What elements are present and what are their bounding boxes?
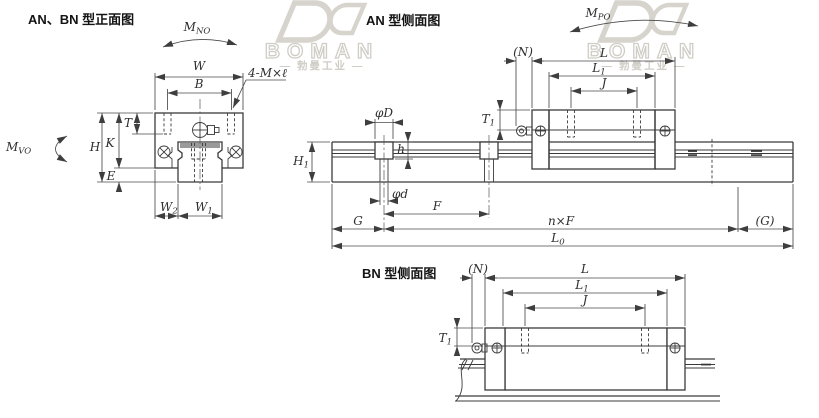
an-side-view: AN 型侧面图: [292, 6, 794, 250]
dim-label-t1: T1: [439, 331, 452, 348]
mno-arrow: [162, 38, 238, 48]
dim-label-l: L: [599, 46, 608, 60]
front-view: AN、BN 型正面图: [5, 12, 287, 220]
dim-label-l1: L1: [591, 61, 605, 78]
dim-label-h1: H1: [292, 154, 309, 171]
dim-label-mno: MNO: [183, 20, 211, 37]
bn-side-view: BN 型侧面图: [362, 262, 720, 402]
front-dimension-lines: [55, 38, 286, 220]
dim-label-h-depth: h: [397, 142, 405, 156]
dim-label-g: G: [353, 214, 363, 228]
dim-label-e: E: [106, 169, 116, 183]
dim-label-w1: W1: [195, 200, 213, 217]
dim-label-n: (N): [513, 45, 533, 59]
bn-rail: [455, 358, 720, 402]
dim-label-t: T: [124, 116, 133, 130]
mvo-arrow: [55, 135, 68, 163]
dim-label-mvo: MVO: [5, 140, 31, 157]
an-side-view-title: AN 型侧面图: [366, 13, 440, 28]
dim-label-j: J: [599, 76, 608, 90]
front-view-title: AN、BN 型正面图: [28, 12, 134, 27]
dim-label-f: F: [432, 199, 442, 213]
watermark-cn-text: — 勃曼工业 —: [280, 59, 365, 72]
dim-label-b: B: [194, 77, 204, 91]
front-tapped-holes: [163, 113, 235, 135]
an-rail-hole-1: [374, 135, 394, 232]
rail-break-curve: [455, 358, 467, 402]
dim-label-screws: 4-M×ℓ: [247, 66, 287, 80]
dim-label-w2: W2: [160, 200, 178, 217]
mpo-arrow: [569, 19, 699, 33]
dim-label-l0: L0: [550, 231, 565, 248]
screw-icon: [669, 342, 681, 354]
boman-logo-icon: [274, 0, 368, 43]
an-block: [516, 109, 676, 170]
grease-nipple-icon: [471, 342, 488, 354]
dim-label-mpo: MPO: [585, 6, 611, 23]
screw-icon: [157, 145, 171, 159]
grease-nipple-icon: [516, 125, 533, 137]
front-rail-hole: [191, 143, 206, 182]
an-dimension-lines: [307, 19, 794, 250]
dim-label-h: H: [89, 140, 101, 154]
dim-label-t1: T1: [482, 112, 495, 129]
bn-dimension-lines: [453, 274, 686, 356]
screw-icon: [535, 125, 546, 137]
dim-label-phid: φd: [392, 187, 408, 201]
dim-label-l: L: [580, 262, 589, 276]
screw-icon: [659, 125, 671, 137]
dim-label-w: W: [193, 59, 207, 73]
dim-label-g-paren: (G): [756, 214, 775, 228]
end-seal-strip: [180, 143, 220, 148]
watermark-1: BOMAN — 勃曼工业 —: [264, 0, 379, 72]
dim-label-k: K: [105, 136, 116, 150]
an-rail-hole-2: [479, 135, 499, 218]
dim-label-nxf: n×F: [548, 214, 575, 228]
bn-side-view-title: BN 型侧面图: [362, 266, 436, 281]
screw-icon: [229, 145, 243, 159]
dim-label-phiD: φD: [375, 106, 393, 120]
grease-nipple-icon: [192, 122, 220, 138]
dim-label-j: J: [580, 293, 589, 307]
screw-icon: [491, 342, 503, 354]
dim-label-n: (N): [468, 262, 488, 276]
front-rail: [177, 141, 223, 183]
bn-block: [471, 327, 686, 391]
dim-label-l1: L1: [574, 278, 588, 295]
watermark-brand-text: BOMAN: [265, 40, 379, 63]
